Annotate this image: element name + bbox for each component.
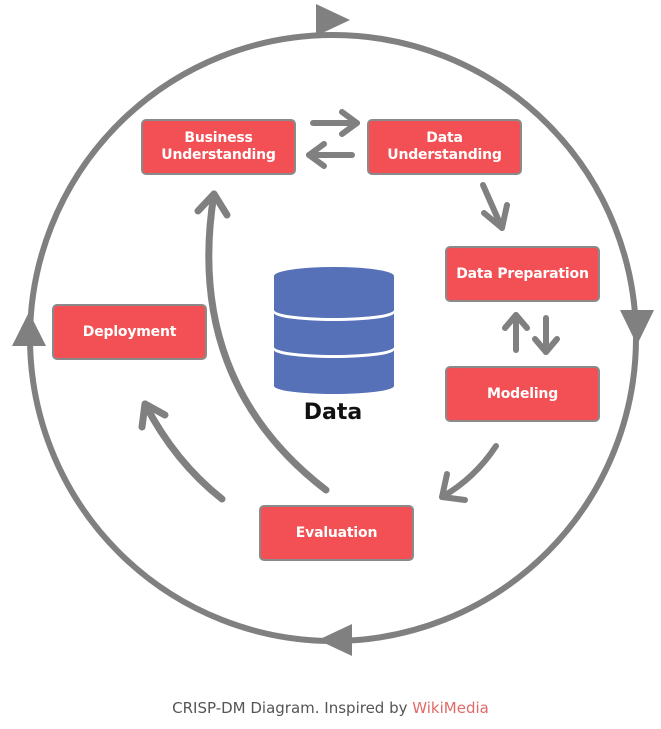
stage-business-understanding[interactable]: Business Understanding bbox=[141, 119, 296, 175]
outer-arrowhead-right bbox=[620, 310, 654, 345]
crisp-dm-diagram bbox=[12, 4, 654, 656]
wikimedia-link[interactable]: WikiMedia bbox=[412, 699, 489, 717]
caption-text: CRISP-DM Diagram. Inspired by bbox=[172, 699, 413, 717]
arrow-modeling-to-evaluation bbox=[439, 443, 499, 503]
caption: CRISP-DM Diagram. Inspired by WikiMedia bbox=[0, 699, 661, 717]
database-icon bbox=[274, 267, 394, 394]
arrow-preparation-to-modeling bbox=[532, 315, 560, 355]
arrow-evaluation-to-deployment bbox=[138, 400, 226, 503]
arrow-understanding-to-preparation bbox=[480, 182, 510, 231]
stage-data-preparation[interactable]: Data Preparation bbox=[445, 246, 600, 302]
outer-arrowhead-left bbox=[12, 312, 46, 346]
outer-arrowhead-top bbox=[316, 4, 350, 36]
arrow-modeling-to-preparation bbox=[502, 312, 530, 353]
stage-modeling[interactable]: Modeling bbox=[445, 366, 600, 422]
arrow-evaluation-to-business bbox=[194, 190, 330, 494]
database-label: Data bbox=[303, 400, 363, 425]
stage-deployment[interactable]: Deployment bbox=[52, 304, 207, 360]
outer-arrowhead-bottom bbox=[318, 624, 352, 656]
stage-data-understanding[interactable]: Data Understanding bbox=[367, 119, 522, 175]
stage-evaluation[interactable]: Evaluation bbox=[259, 505, 414, 561]
arrow-data-to-business-understanding bbox=[306, 141, 355, 169]
arrow-business-to-data-understanding bbox=[310, 109, 360, 137]
